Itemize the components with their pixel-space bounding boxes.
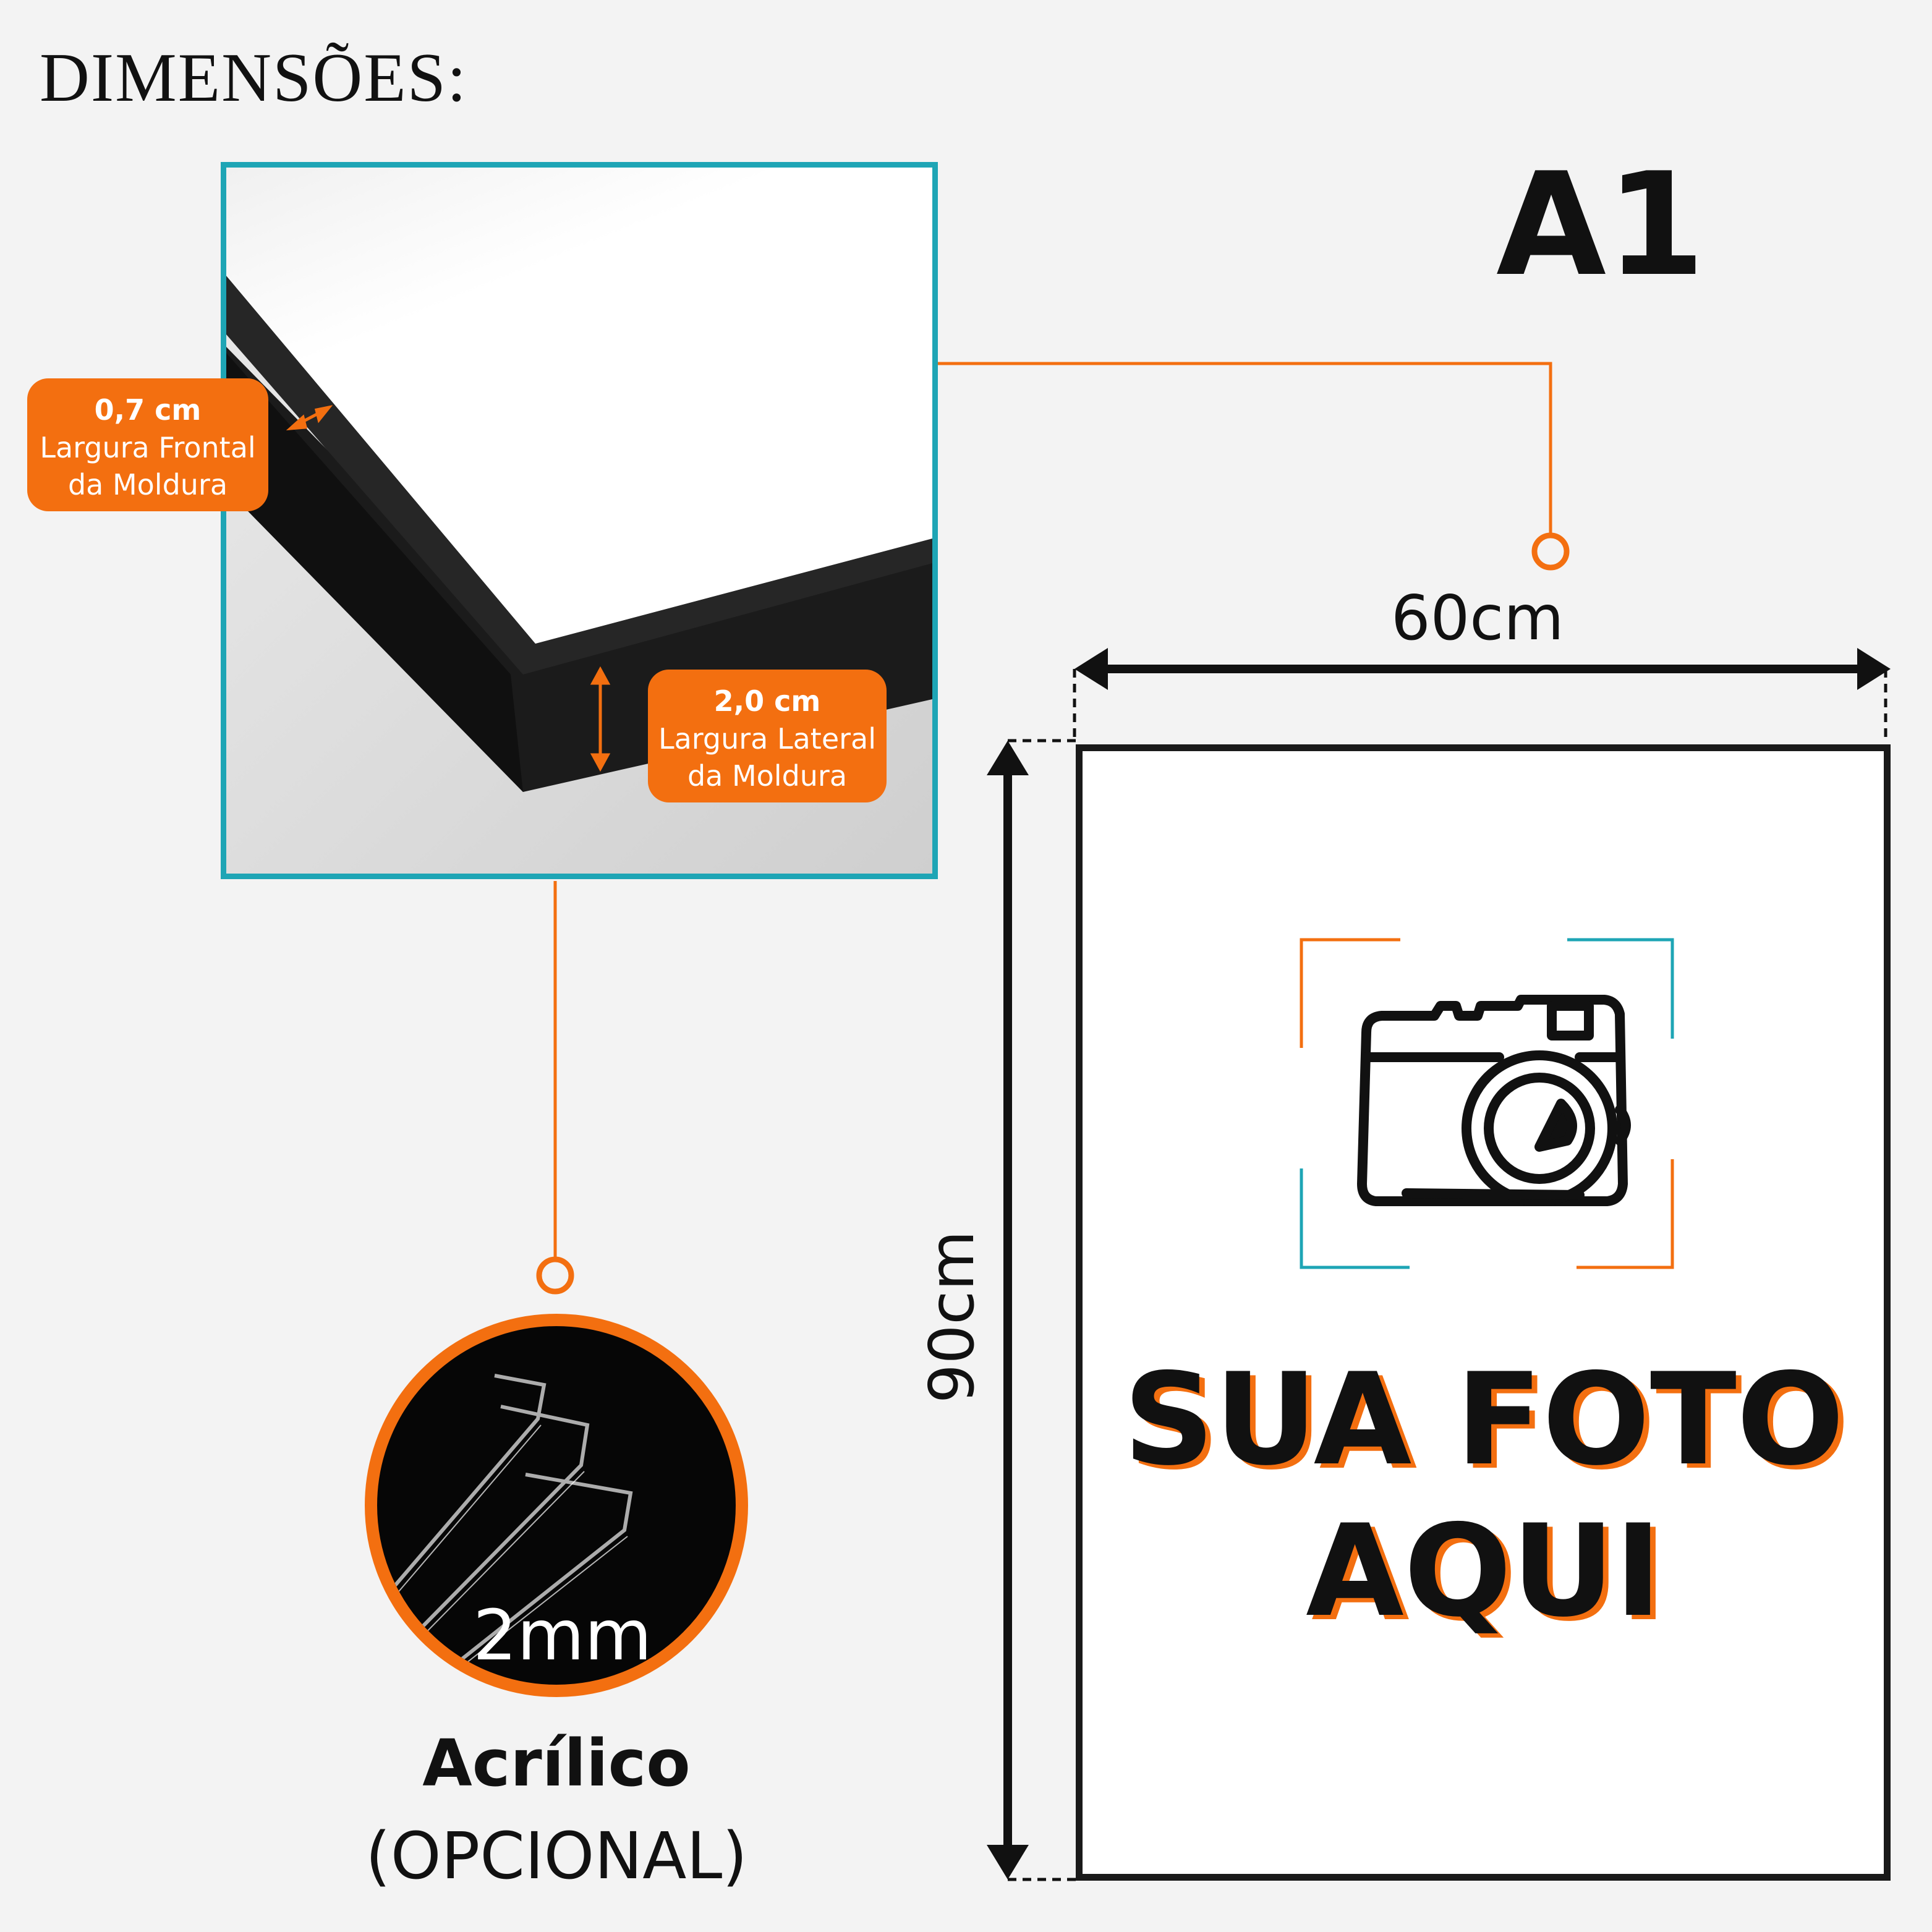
side-width-tag: 2,0 cm Largura Lateral da Moldura [648, 670, 887, 802]
side-width-desc-line1: Largura Lateral [658, 722, 877, 755]
camera-icon [1300, 938, 1674, 1269]
photo-placeholder-line1: SUA FOTO [1123, 1347, 1845, 1494]
front-width-value: 0,7 cm [94, 393, 202, 427]
front-width-desc-line2: da Moldura [67, 468, 228, 501]
height-dimension-arrow [987, 739, 1076, 1881]
connector-dot-acrylic [536, 1256, 574, 1295]
acrylic-title: Acrílico [422, 1726, 691, 1801]
acrylic-sheets-illustration [388, 1374, 633, 1674]
front-width-desc-line1: Largura Frontal [40, 431, 256, 464]
side-width-value: 2,0 cm [713, 684, 821, 718]
width-dimension-arrow [1073, 648, 1891, 742]
height-label: 90cm [916, 1230, 988, 1403]
width-label: 60cm [1391, 582, 1564, 654]
side-width-desc-line2: da Moldura [687, 759, 848, 793]
connector-frame-to-poster [934, 362, 1552, 538]
acrylic-optional-label: (OPCIONAL) [365, 1818, 747, 1894]
photo-placeholder-line2: AQUI [1306, 1498, 1662, 1645]
poster-frame [1076, 744, 1891, 1881]
front-width-tag: 0,7 cm Largura Frontal da Moldura [27, 378, 268, 511]
connector-dot-poster [1531, 532, 1570, 571]
page-title: DIMENSÕES: [40, 40, 468, 116]
size-label: A1 [1496, 143, 1706, 308]
acrylic-thickness-label: 2mm [473, 1596, 652, 1676]
